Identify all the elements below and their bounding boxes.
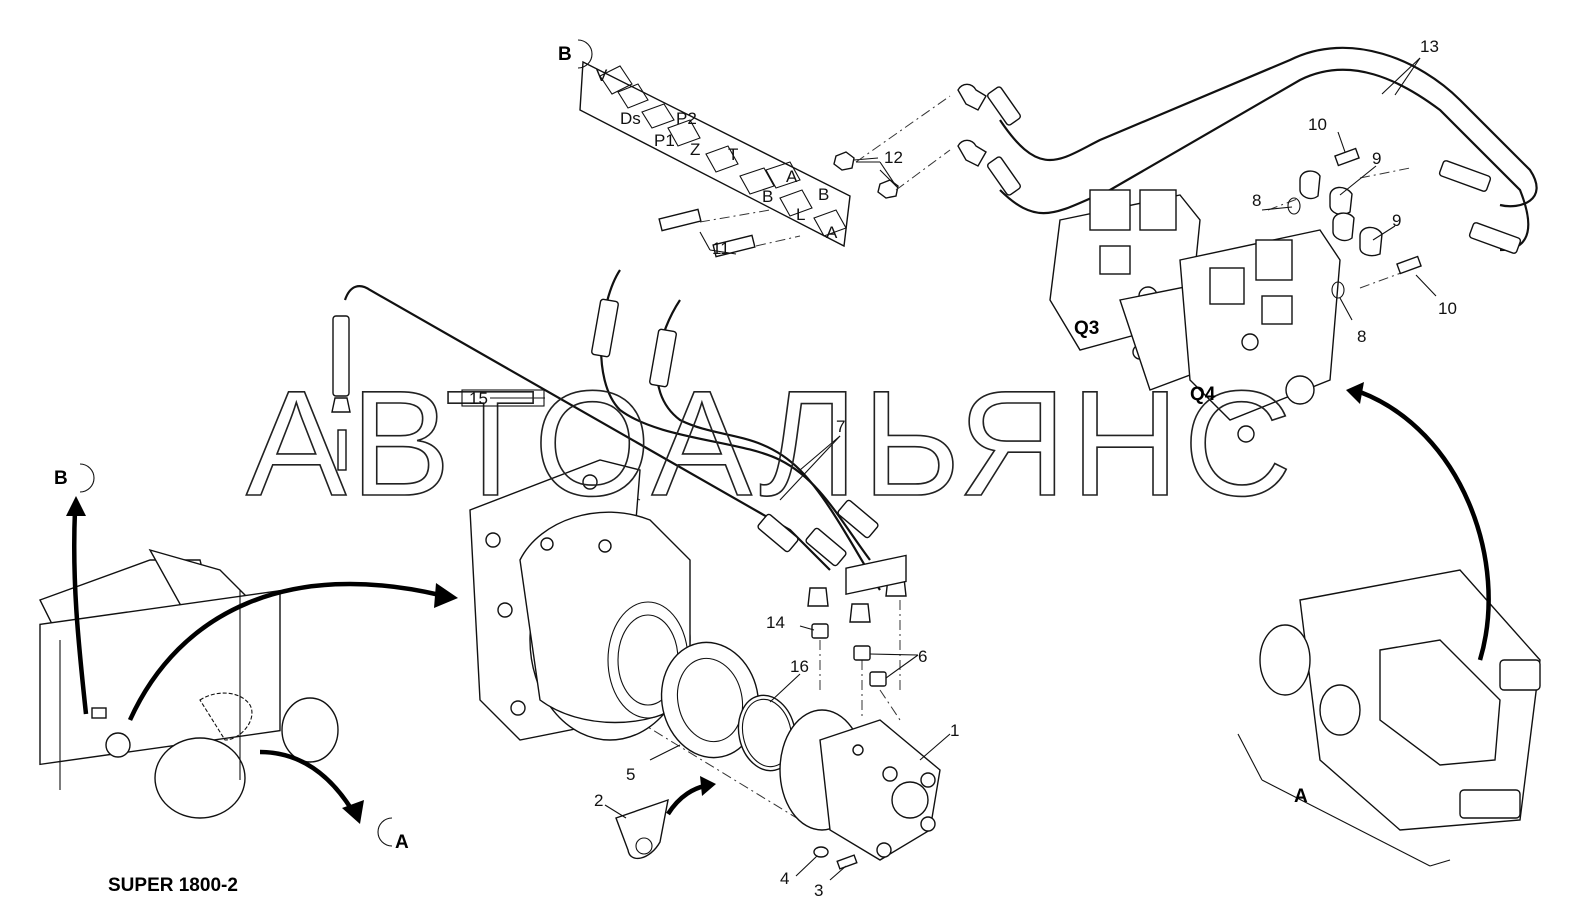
leader-lines [490,57,1437,881]
plate-mark-b2: B [762,187,773,206]
model-label: SUPER 1800-2 [108,875,238,896]
callout-9-top: 9 [1372,149,1381,168]
callout-9-bottom: 9 [1392,211,1401,230]
plate-mark-z: Z [690,140,700,159]
callout-2: 2 [594,791,603,810]
plate-mark-a: A [786,167,798,186]
module-label-q3: Q3 [1074,318,1099,339]
callout-3: 3 [814,881,823,900]
callout-16: 16 [790,657,809,676]
plate-mark-b1: B [818,185,829,204]
callout-10-top: 10 [1308,115,1327,134]
callout-7: 7 [836,417,845,436]
hose-13 [957,46,1538,254]
plate-mark-p1: P1 [654,131,675,150]
svg-text:B: B [54,468,68,489]
plate-mark-l: L [796,205,805,224]
valve-block-q4 [1179,229,1341,443]
watermark: АВТОАЛЬЯНС [246,359,1296,527]
callout-8-top: 8 [1252,191,1261,210]
callout-10-bottom: 10 [1438,299,1457,318]
washer-screw-3-4 [813,846,858,870]
view-label-b-left: B [54,463,95,493]
hose-15 [331,285,831,571]
plate-mark-ds: Ds [620,109,641,128]
machine-overview [39,548,339,819]
seal-pack-2 [615,798,669,860]
plate-mark-a2: A [826,223,838,242]
callout-5: 5 [626,765,635,784]
callout-13: 13 [1420,37,1439,56]
view-label-a-right: A [1294,786,1308,807]
view-label-a-left: A [377,817,409,853]
port-plate: V P2 Ds P1 Z T A B B L A [579,60,851,248]
view-label-b-top: B [558,39,593,69]
flow-arrows [66,382,1491,824]
callout-4: 4 [780,869,789,888]
callout-8-bottom: 8 [1357,327,1366,346]
plate-mark-p2: P2 [676,109,697,128]
plate-mark-t: T [728,145,738,164]
callout-6: 6 [918,647,927,666]
plate-mark-v: V [596,66,608,85]
module-label-q4: Q4 [1190,384,1216,405]
svg-text:B: B [558,44,572,65]
callout-12: 12 [884,148,903,167]
hoses-7 [591,269,907,623]
svg-text:A: A [395,832,409,853]
gearbox-housing [469,459,691,741]
callout-labels: 1 2 3 4 5 6 7 8 8 9 9 10 10 11 12 13 14 … [461,37,1457,900]
flanges-9-screws-10-orings-8 [1287,147,1422,299]
fittings-14-6 [811,623,887,687]
callout-14: 14 [766,613,785,632]
hydraulic-motor-1 [779,554,941,861]
gasket-5 [660,641,760,759]
gearbox-assembly-view-a [1237,569,1541,867]
callout-11: 11 [712,239,730,258]
bulkhead-fittings-11 [658,208,756,258]
callout-15: 15 [469,389,488,408]
callout-1: 1 [950,721,959,740]
